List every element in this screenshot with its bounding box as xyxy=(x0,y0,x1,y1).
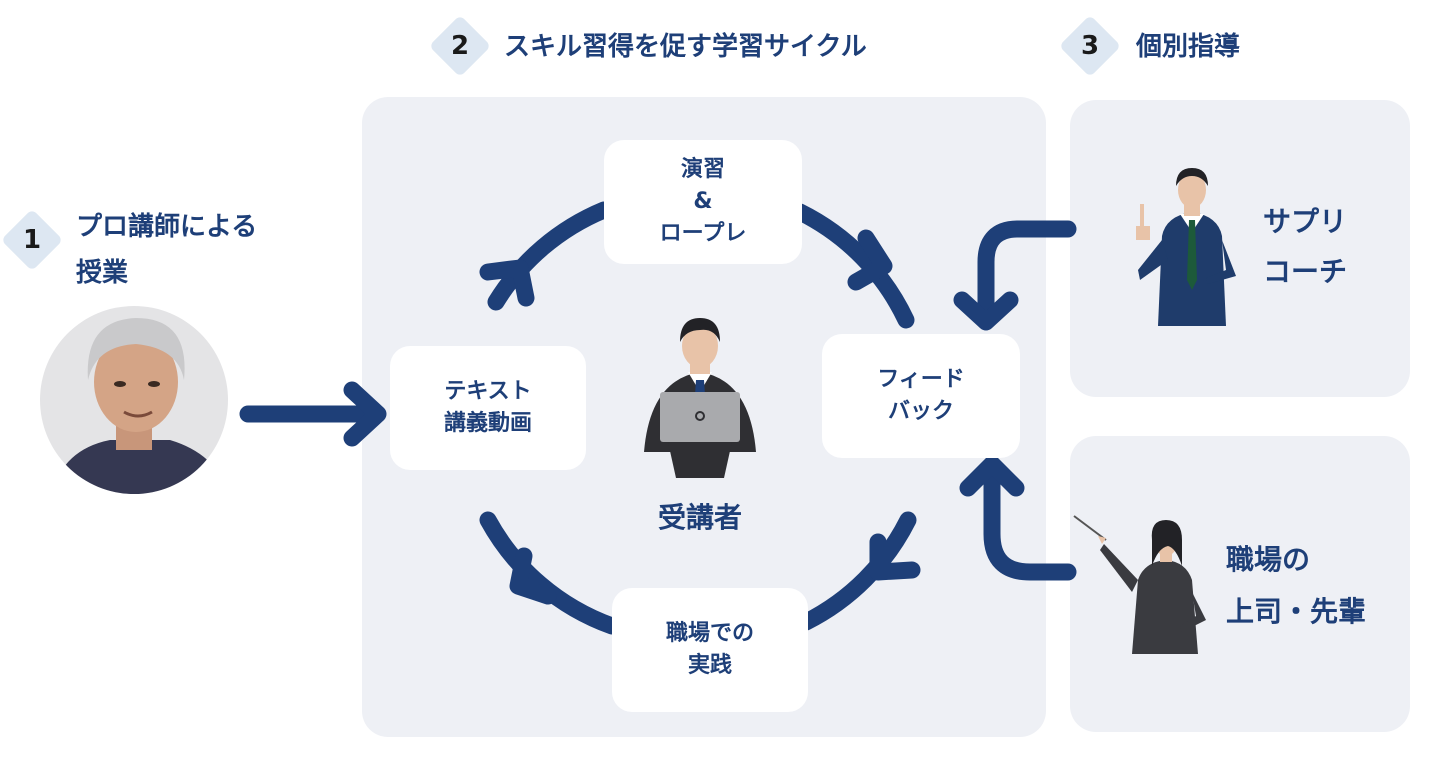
step1-number: 1 xyxy=(22,225,42,255)
node-left-line2: 講義動画 xyxy=(443,411,532,436)
node-text-video: テキスト 講義動画 xyxy=(390,346,586,470)
arrowhead-coach xyxy=(953,291,1019,331)
node-top-line1: 演習 xyxy=(680,157,725,183)
node-bottom-line2: 実践 xyxy=(687,653,732,678)
step2-title: スキル習得を促す学習サイクル xyxy=(504,32,867,62)
arrowhead-step1 xyxy=(343,381,387,447)
arc-bottom-left xyxy=(479,511,621,635)
step2-number: 2 xyxy=(450,31,470,61)
arrowhead-right-down xyxy=(869,533,921,581)
arrowhead-boss xyxy=(959,455,1025,497)
coach-label-line2: コーチ xyxy=(1262,255,1347,288)
node-practice-roleplay: 演習 & ロープレ xyxy=(604,140,802,264)
arrowhead-bottom-left xyxy=(509,547,557,605)
arrow-coach-to-feedback xyxy=(977,220,1077,329)
node-top-line3: ロープレ xyxy=(659,220,747,246)
node-bottom-line1: 職場での xyxy=(665,621,754,647)
coach-label-line1: サプリ xyxy=(1262,205,1347,238)
step1-title-line1: プロ講師による xyxy=(76,212,258,242)
arc-top-left xyxy=(487,201,613,311)
arrowhead-top-right xyxy=(847,229,893,291)
node-right-line2: バック xyxy=(887,399,954,424)
arrowhead-left-up xyxy=(479,259,535,307)
arrow-boss-to-feedback xyxy=(983,457,1077,581)
node-feedback: フィード バック xyxy=(822,334,1020,458)
boss-label-line1: 職場の xyxy=(1226,543,1311,576)
learner-label: 受講者 xyxy=(657,501,742,534)
coach-panel xyxy=(1070,100,1410,397)
step1-title-line2: 授業 xyxy=(76,258,129,288)
arc-bottom-right xyxy=(797,511,917,631)
arc-top-right xyxy=(791,203,915,329)
node-workplace-practice: 職場での 実践 xyxy=(612,588,808,712)
step3-number: 3 xyxy=(1080,31,1100,61)
node-right-line1: フィード xyxy=(877,367,965,393)
step3-title: 個別指導 xyxy=(1136,32,1241,62)
boss-label-line2: 上司・先輩 xyxy=(1226,595,1367,628)
node-left-line1: テキスト xyxy=(444,379,532,405)
node-top-line2: & xyxy=(693,189,713,215)
